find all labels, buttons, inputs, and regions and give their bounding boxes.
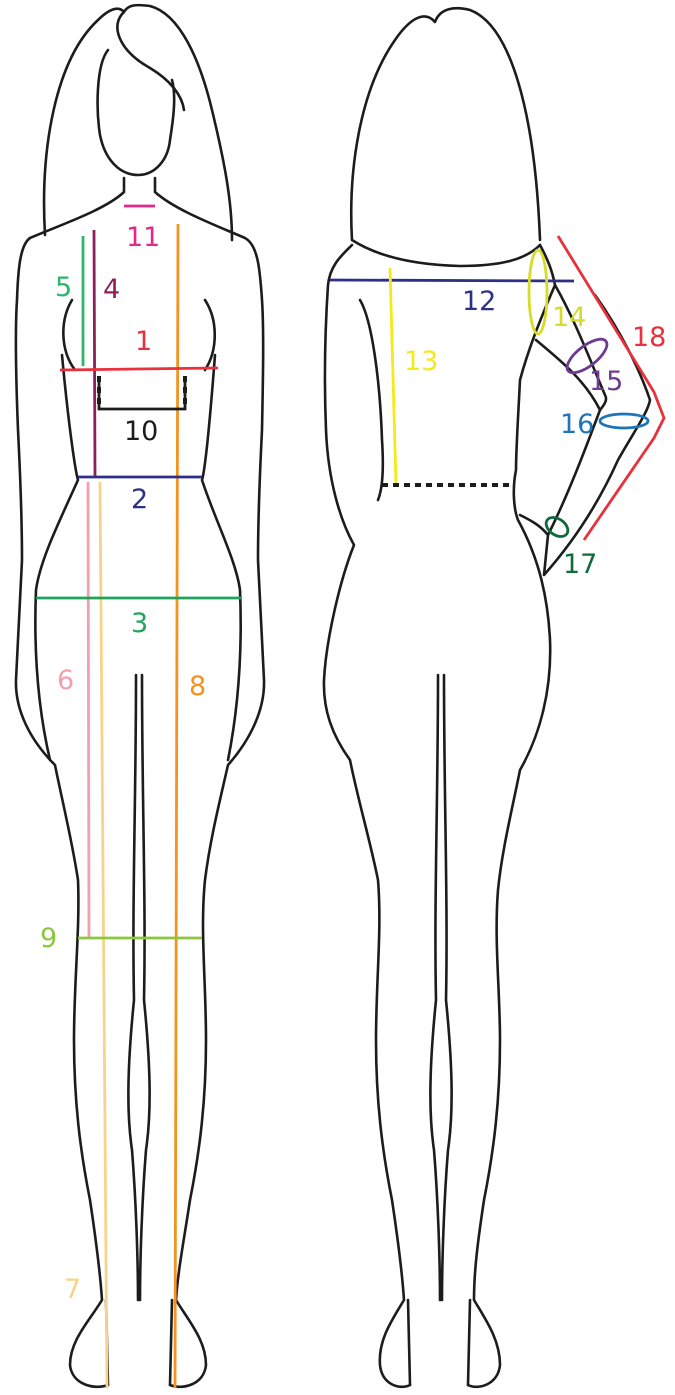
label-10: 10 [124,416,158,447]
front-arm-right-inner [202,355,241,760]
measurement-line-8 [175,224,178,1388]
measurement-line-7 [100,482,107,1388]
front-leg-gap [128,675,149,1300]
measurement-line-13 [390,268,396,485]
back-body-left [324,245,410,1387]
label-12: 12 [462,286,496,317]
front-face [98,50,175,175]
front-figure [16,5,264,1387]
measurement-line-12 [330,280,574,281]
label-16: 16 [560,409,594,440]
label-15: 15 [589,366,623,397]
label-7: 7 [64,1274,81,1305]
back-feet [408,1300,470,1385]
back-body-right [468,245,555,1387]
back-hair-bottom [352,240,540,266]
back-hair [351,8,540,240]
measurement-line-1 [60,368,218,370]
measurement-loop-14 [529,250,547,334]
back-arm-left-inner [360,300,383,500]
label-18: 18 [632,322,666,353]
label-11: 11 [126,222,160,253]
label-2: 2 [131,484,148,515]
label-4: 4 [103,274,120,305]
label-13: 13 [404,346,438,377]
label-9: 9 [40,923,57,954]
label-5: 5 [55,272,72,303]
measurement-line-6 [88,482,89,938]
back-leg-gap [430,675,451,1300]
measurement-line-4 [94,230,95,476]
back-figure [324,8,650,1387]
measurement-line-10 [99,376,185,409]
label-14: 14 [552,302,586,333]
label-6: 6 [57,665,74,696]
label-3: 3 [131,608,148,639]
label-8: 8 [189,671,206,702]
front-arm-left-inner [35,355,78,760]
label-17: 17 [563,549,597,580]
front-feet [106,1300,172,1385]
label-1: 1 [135,326,152,357]
